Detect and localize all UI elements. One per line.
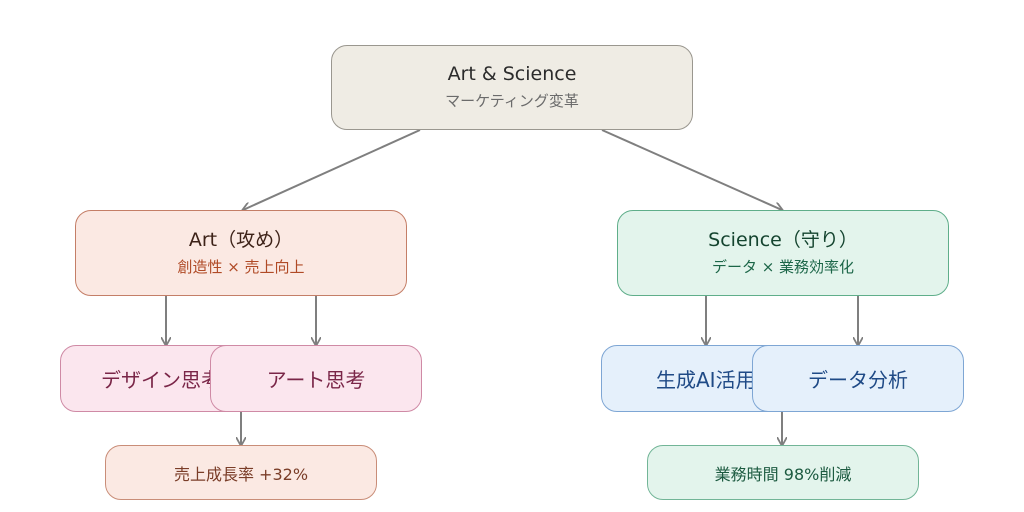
edge-root-art [243,129,421,210]
data-analysis-node: データ分析 [752,345,964,412]
root-title: Art & Science [447,63,577,86]
efficiency-outcome-label: 業務時間 98%削減 [714,464,852,484]
art-title: Art（攻め） [188,228,294,251]
root-subtitle: マーケティング変革 [445,92,579,111]
data-analysis-label: データ分析 [808,368,908,392]
science-title: Science（守り） [708,228,858,251]
genai-label: 生成AI活用 [656,368,756,392]
design-thinking-label: デザイン思考 [101,368,221,392]
revenue-outcome-label: 売上成長率 +32% [173,464,309,484]
art-thinking-label: アート思考 [266,368,366,392]
efficiency-outcome-node: 業務時間 98%削減 [647,445,919,500]
art-thinking-node: アート思考 [210,345,422,412]
revenue-outcome-node: 売上成長率 +32% [105,445,377,500]
edge-root-science [601,129,782,210]
root-node: Art & Science マーケティング変革 [331,45,693,130]
science-subtitle: データ × 業務効率化 [711,257,855,276]
science-node: Science（守り） データ × 業務効率化 [617,210,949,296]
art-subtitle: 創造性 × 売上向上 [177,257,305,276]
art-node: Art（攻め） 創造性 × 売上向上 [75,210,407,296]
